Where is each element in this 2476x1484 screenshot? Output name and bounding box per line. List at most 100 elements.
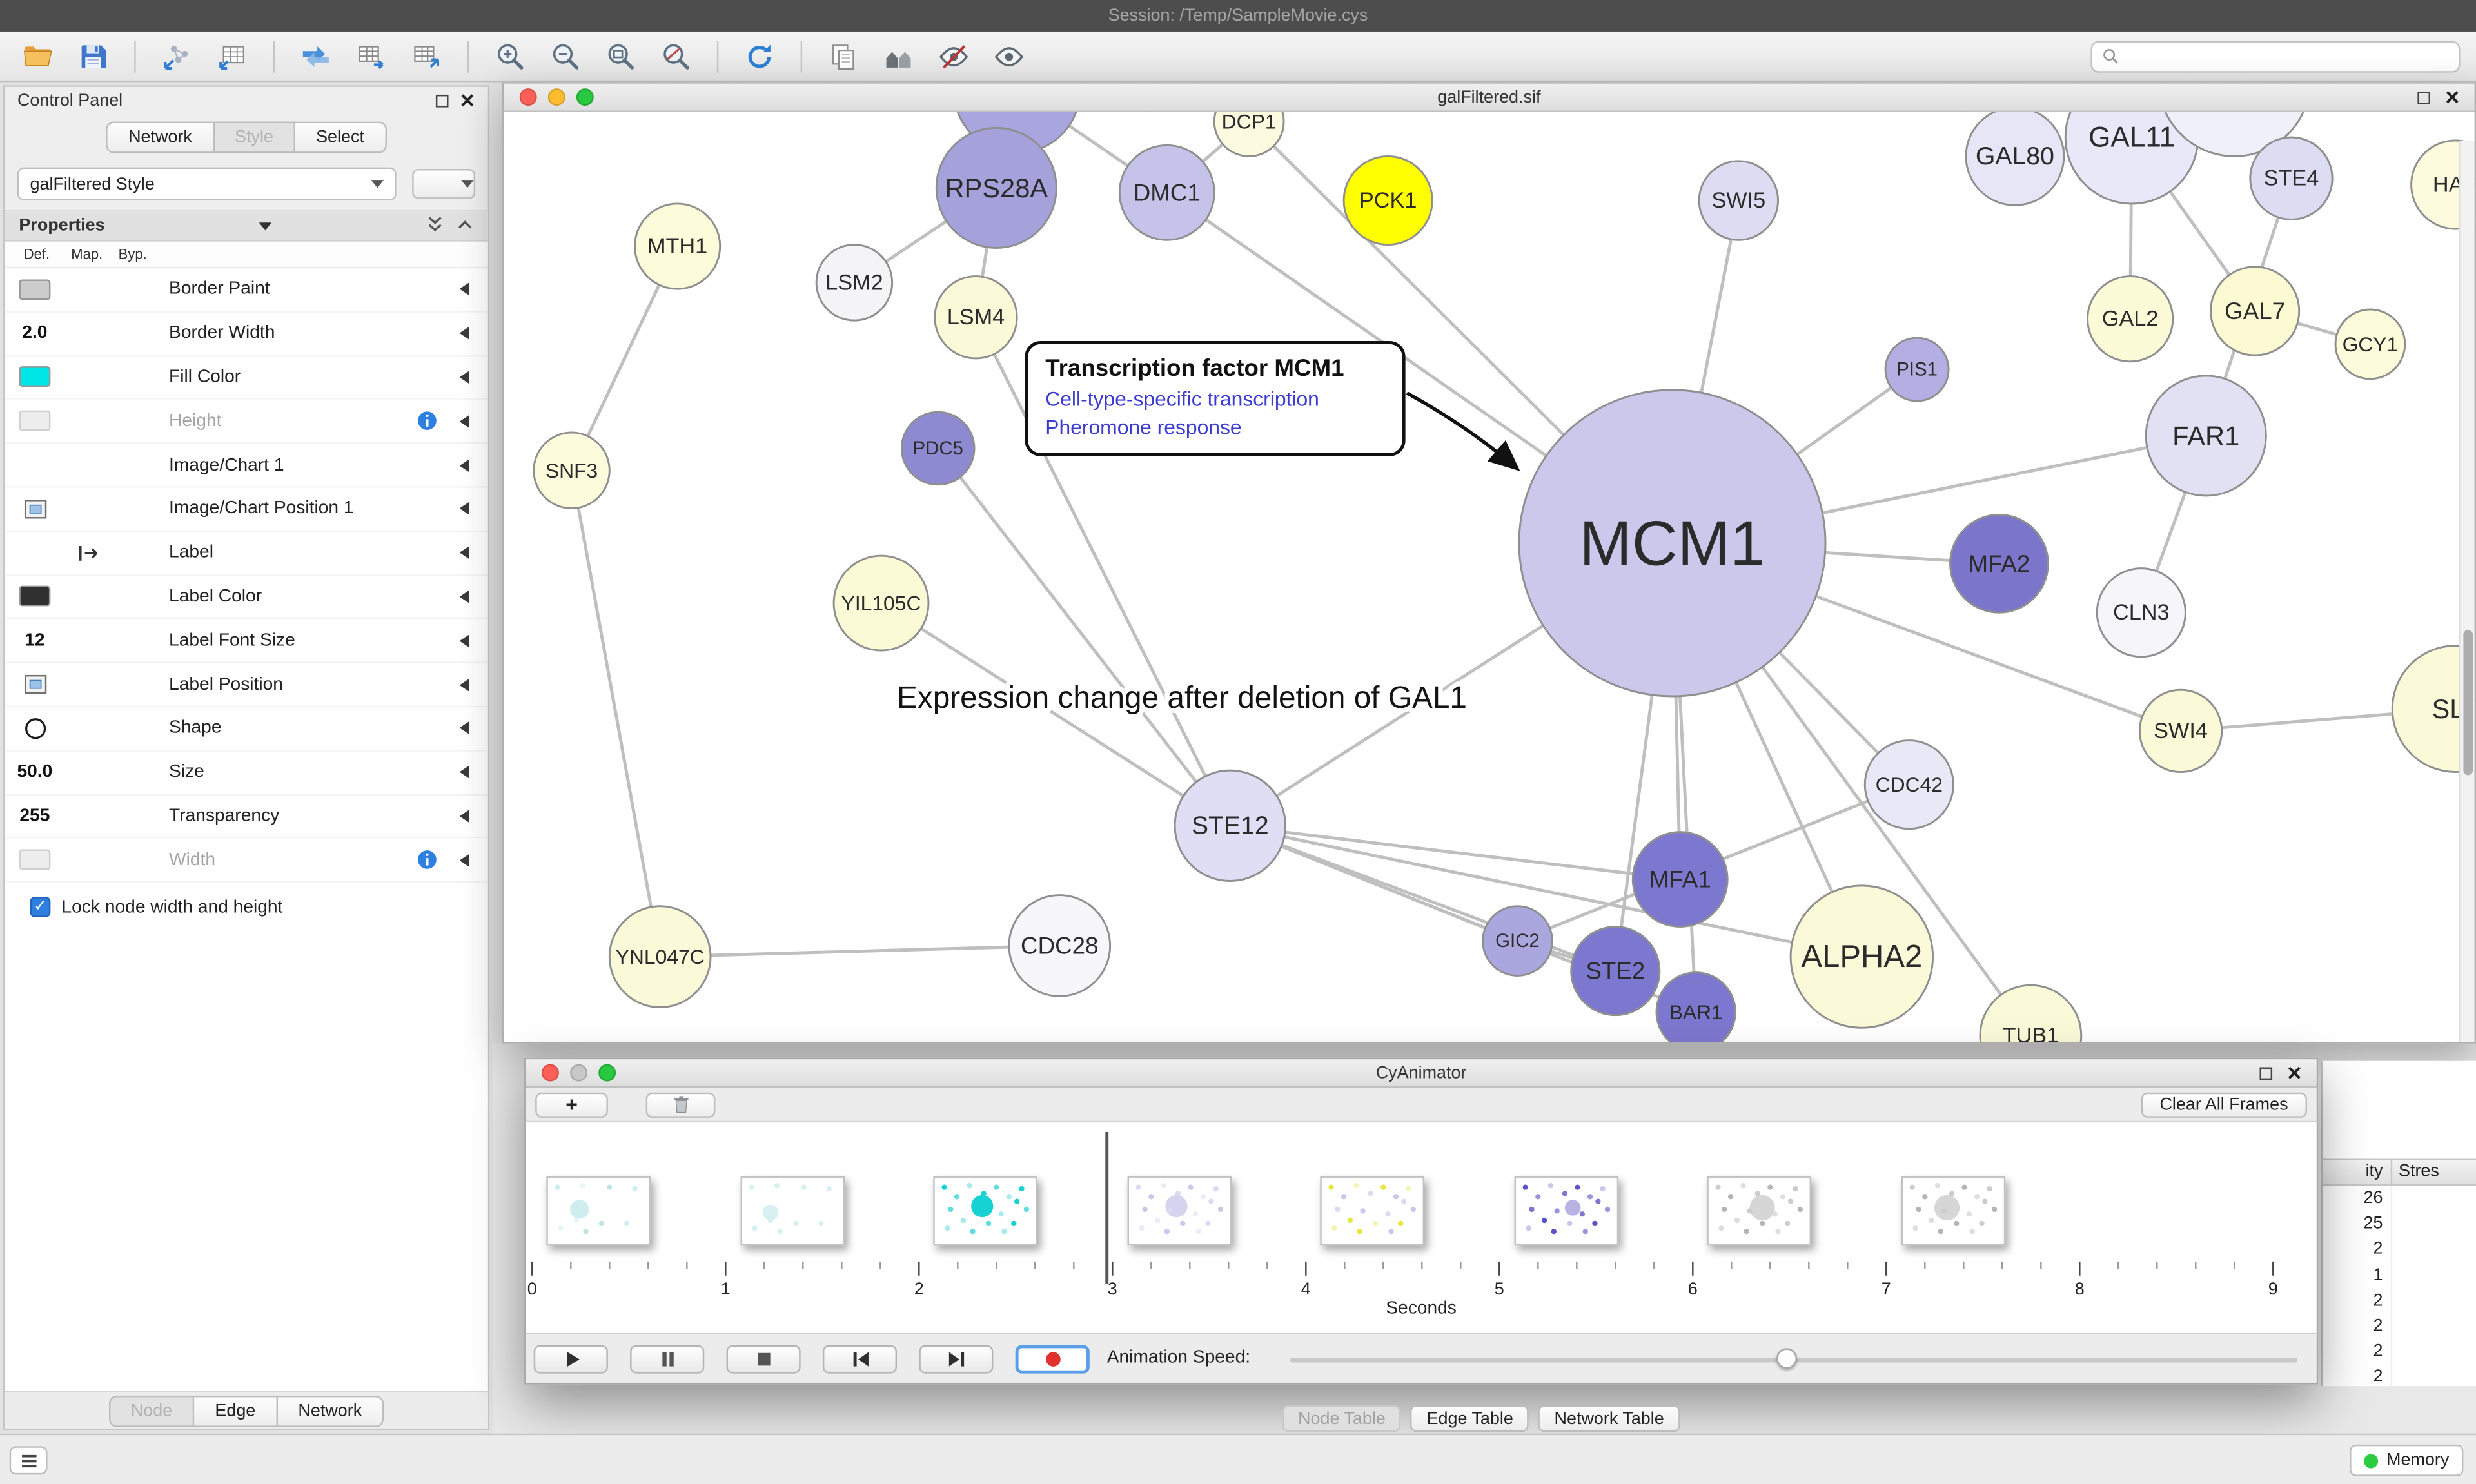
show-all-icon[interactable] [987,37,1032,75]
node-MFA2[interactable] [1949,513,2049,614]
panel-tab-edge[interactable]: Edge [194,1394,278,1427]
refresh-view-icon[interactable] [738,37,782,75]
save-icon[interactable] [71,37,115,75]
column-header-ity[interactable]: ity [2323,1160,2393,1184]
property-row-height[interactable]: Height [5,400,488,444]
expand-row-icon[interactable] [459,810,469,823]
skip-forward-button[interactable] [919,1345,994,1374]
network-edge[interactable] [570,470,662,957]
node-ALPHA2[interactable] [1789,884,1934,1029]
frame-thumbnail-6[interactable] [1707,1176,1811,1246]
search-box[interactable] [2090,40,2461,72]
node-SWI5[interactable] [1698,160,1780,241]
column-header-stres[interactable]: Stres [2399,1162,2439,1181]
copy-icon[interactable] [821,37,865,75]
skip-back-button[interactable] [822,1345,898,1374]
float-window-icon[interactable] [2259,1066,2272,1079]
default-value-cell[interactable] [5,586,64,607]
import-table-icon[interactable] [210,37,255,75]
table-header-row[interactable]: ity Stres [2323,1158,2476,1186]
default-value-cell[interactable] [5,367,64,388]
node-BAR1[interactable] [1655,971,1736,1042]
node-SWI4[interactable] [2138,688,2223,774]
network-edge[interactable] [880,601,1232,827]
zoom-window-icon[interactable] [576,88,594,106]
play-button[interactable] [533,1345,608,1374]
node-SLT[interactable] [2391,645,2475,773]
node-MTH1[interactable] [634,202,722,290]
close-view-icon[interactable]: ✕ [2444,86,2461,108]
frame-thumbnail-3[interactable] [1126,1176,1231,1246]
clear-all-frames-button[interactable]: Clear All Frames [2141,1091,2307,1117]
minimize-window-icon[interactable] [547,88,565,106]
expand-row-icon[interactable] [459,458,469,472]
frame-thumbnail-5[interactable] [1513,1176,1618,1246]
default-value-cell[interactable]: 50.0 [17,763,53,782]
style-options-button[interactable] [412,169,476,199]
minimize-window-icon[interactable] [570,1064,588,1082]
close-window-icon[interactable] [519,88,537,106]
node-STE4[interactable] [2249,136,2334,220]
table-tab-network-table[interactable]: Network Table [1538,1405,1680,1432]
stop-button[interactable] [726,1345,801,1374]
expand-row-icon[interactable] [459,678,469,691]
node-STE2[interactable] [1570,926,1661,1017]
expand-row-icon[interactable] [459,634,469,647]
table-tab-edge-table[interactable]: Edge Table [1411,1405,1529,1432]
export-table-icon[interactable] [404,37,449,75]
network-edge[interactable] [974,317,1232,826]
expand-row-icon[interactable] [459,327,469,340]
default-value-cell[interactable] [5,850,64,871]
node-PDC5[interactable] [900,411,976,486]
network-edge[interactable] [1230,824,1681,881]
node-GIC2[interactable] [1482,905,1553,977]
node-MFA1[interactable] [1631,831,1729,928]
property-row-image-chart-1[interactable]: Image/Chart 1 [5,444,488,488]
open-folder-icon[interactable] [15,37,60,75]
node-FAR1[interactable] [2145,375,2267,497]
node-GAL7[interactable] [2210,266,2301,356]
frame-thumbnail-1[interactable] [740,1176,844,1246]
zoom-window-icon[interactable] [598,1064,616,1082]
properties-section-header[interactable]: Properties [5,211,488,242]
default-value-cell[interactable]: 2.0 [22,324,48,343]
annotation-link-1[interactable]: Cell-type-specific transcription [1045,387,1319,411]
property-row-shape[interactable]: Shape [5,707,488,752]
node-DMC1[interactable] [1118,144,1215,241]
table-row[interactable]: 2 [2323,1287,2476,1314]
zoom-selected-icon[interactable] [654,37,698,75]
export-network-icon[interactable] [349,37,393,75]
expand-row-icon[interactable] [459,546,469,560]
default-value-cell[interactable] [5,411,64,432]
tab-network[interactable]: Network [106,121,215,153]
expand-icon[interactable] [457,217,474,235]
float-window-icon[interactable] [435,94,449,108]
expand-row-icon[interactable] [459,766,469,779]
property-row-border-paint[interactable]: Border Paint [5,268,488,313]
network-window-titlebar[interactable]: galFiltered.sif ✕ [504,83,2475,112]
animation-speed-slider[interactable] [1290,1345,2298,1374]
table-row[interactable]: 25 [2323,1211,2476,1237]
mcm1-annotation[interactable]: Transcription factor MCM1 Cell-type-spec… [1025,340,1406,456]
collapse-all-icon[interactable] [426,214,444,238]
property-row-image-chart-position-1[interactable]: Image/Chart Position 1 [5,487,488,532]
panel-tab-node[interactable]: Node [108,1394,195,1427]
node-LSM2[interactable] [815,244,894,322]
frame-thumbnail-2[interactable] [933,1176,1037,1246]
node-RPS28A[interactable] [935,126,1057,249]
property-row-fill-color[interactable]: Fill Color [5,356,488,400]
property-row-label-position[interactable]: Label Position [5,663,488,708]
first-neighbors-icon[interactable] [876,37,921,75]
default-value-cell[interactable] [5,279,64,300]
node-STE12[interactable] [1174,769,1286,883]
node-GAL2[interactable] [2087,275,2174,363]
close-panel-icon[interactable]: ✕ [459,90,476,112]
mapping-cell[interactable] [64,543,112,563]
merge-networks-icon[interactable] [294,37,339,75]
zoom-in-icon[interactable] [488,37,533,75]
tab-select[interactable]: Select [295,121,387,153]
node-GAL80[interactable] [1965,112,2065,206]
